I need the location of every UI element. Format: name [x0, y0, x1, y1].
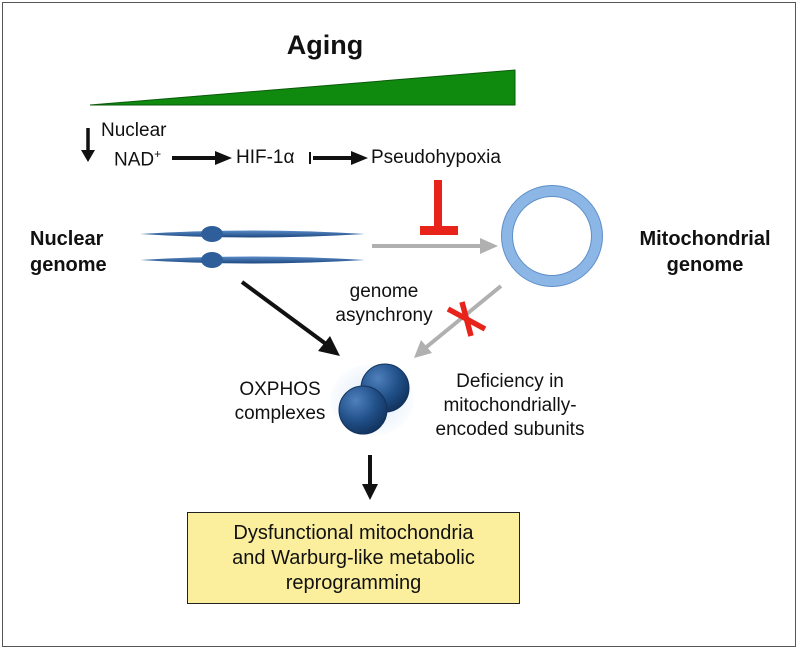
- outcome-box: Dysfunctional mitochondria and Warburg-l…: [187, 512, 520, 604]
- chromosome-top: [140, 226, 365, 242]
- mito-genome-label: Mitochondrial genome: [639, 228, 771, 276]
- asynchrony-label: genome asynchrony: [335, 281, 433, 326]
- mito-genome-ring: [501, 185, 603, 287]
- chromosome-bottom: [140, 252, 365, 268]
- oxphos-label: OXPHOS complexes: [234, 379, 326, 424]
- arrow-hif-to-pseudohypoxia: [309, 151, 368, 165]
- arrow-nuclear-to-oxphos: [240, 280, 340, 356]
- aging-title: Aging: [286, 30, 364, 60]
- outcome-line-1: Dysfunctional mitochondria: [233, 521, 474, 544]
- oxphos-complexes-icon: [330, 363, 414, 436]
- pseudohypoxia-label: Pseudohypoxia: [371, 147, 501, 168]
- outcome-line-2: and Warburg-like metabolic: [232, 546, 475, 569]
- aging-wedge: [89, 69, 516, 106]
- nad-label: NAD+: [114, 147, 162, 171]
- inhibition-icon: [420, 180, 458, 235]
- nuclear-genome-label: Nuclear genome: [30, 228, 107, 276]
- arrow-nuclear-to-mito: [372, 238, 498, 254]
- block-x-icon: [446, 301, 487, 337]
- deficiency-label: Deficiency in mitochondrially- encoded s…: [435, 371, 585, 440]
- nuclear-label: Nuclear: [101, 120, 167, 141]
- decrease-arrow-icon: [81, 128, 95, 162]
- arrow-nad-to-hif: [172, 151, 232, 165]
- arrow-to-outcome: [362, 455, 378, 500]
- hif-label: HIF-1α: [236, 147, 295, 168]
- outcome-line-3: reprogramming: [285, 571, 422, 594]
